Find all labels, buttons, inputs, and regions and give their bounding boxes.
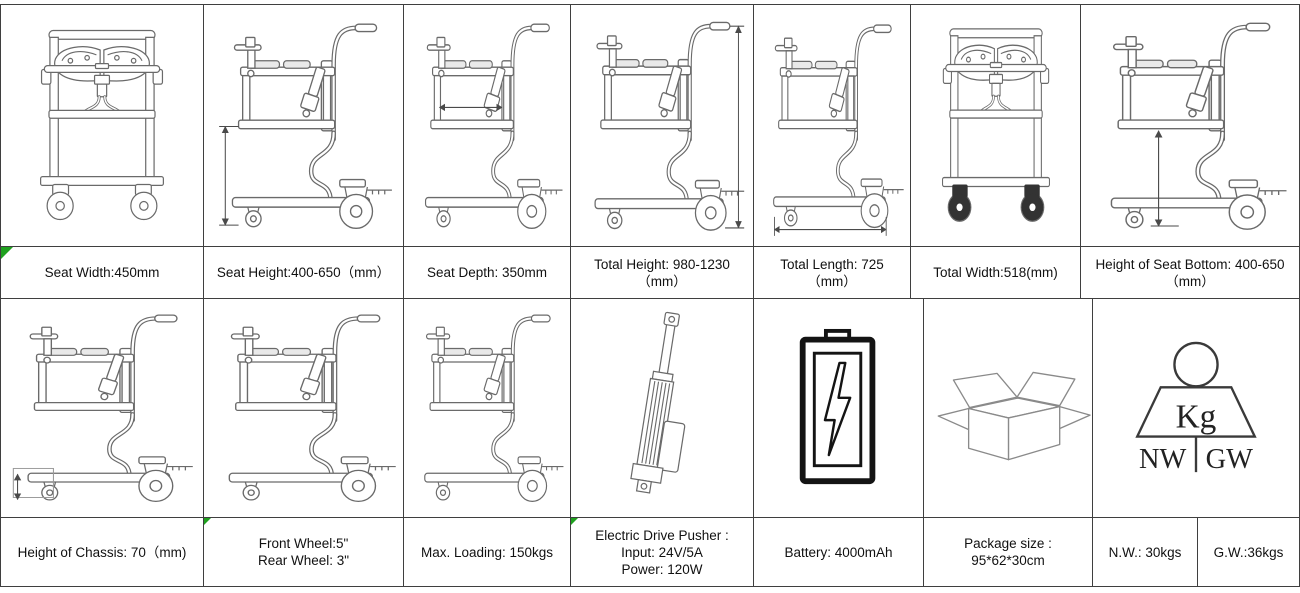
label-line: Rear Wheel: 3" [257,553,350,568]
cell-chassis-height-drawing [0,298,204,518]
label-line: （mm） [1165,273,1215,289]
label-chassis-height: Height of Chassis: 70（mm) [0,517,204,587]
label-line: Electric Drive Pusher : [595,527,729,543]
label-line: Total Length: 725 [780,256,884,272]
cell-seat-height-drawing [203,4,404,247]
cart-side-view-seat-depth-dimension [408,12,566,240]
cell-seat-depth-drawing [403,4,571,247]
label-electric-pusher: Electric Drive Pusher : Input: 24V/5A Po… [570,517,754,587]
gw-text: GW [1206,444,1253,475]
nw-text: NW [1139,444,1186,475]
cell-weight-drawing: Kg NW GW [1092,298,1300,518]
cell-total-width-drawing [910,4,1081,247]
label-seat-depth: Seat Depth: 350mm [403,246,571,299]
cell-seat-width-drawing [0,4,204,247]
cart-side-view-seat-bottom-height-dimension [1089,11,1291,241]
green-corner-marker [1,247,13,259]
label-total-height: Total Height: 980-1230 （mm） [570,246,754,299]
label-line: Height of Chassis: 70（mm) [17,544,187,560]
label-line: Front Wheel:5" [258,536,349,551]
cart-side-view-seat-height-dimension [218,12,396,240]
label-line: Seat Width:450mm [44,265,160,280]
battery-lightning-icon [799,328,875,485]
weight-kg-nw-gw-icon: Kg NW GW [1135,341,1257,475]
label-line: Seat Height:400-650（mm） [216,265,391,280]
label-line: G.W.:36kgs [1213,544,1284,560]
label-seat-height: Seat Height:400-650（mm） [203,246,404,299]
cell-seat-bottom-height-drawing [1080,4,1300,247]
label-line: Power: 120W [621,561,703,577]
label-battery: Battery: 4000mAh [753,517,924,587]
label-max-loading: Max. Loading: 150kgs [403,517,571,587]
linear-actuator-drawing [630,311,686,494]
cart-side-view-drawing [407,304,567,512]
label-line: Battery: 4000mAh [784,544,893,560]
cart-side-view-drawing [208,304,400,512]
label-gross-weight: G.W.:36kgs [1197,517,1300,587]
label-line: （mm） [807,273,857,289]
cell-battery-drawing [753,298,924,518]
label-seat-bottom-height: Height of Seat Bottom: 400-650 （mm） [1080,246,1300,299]
label-wheels: Front Wheel:5" Rear Wheel: 3" [203,517,404,587]
label-line: Seat Depth: 350mm [426,265,548,280]
label-line: N.W.: 30kgs [1108,544,1182,560]
cell-total-height-drawing [570,4,754,247]
label-line: Total Width:518(mm) [933,265,1058,280]
kg-text: Kg [1176,399,1217,436]
cell-package-drawing [923,298,1093,518]
green-corner-marker [571,518,578,525]
cell-actuator-drawing [570,298,754,518]
label-total-length: Total Length: 725 （mm） [753,246,911,299]
label-total-width: Total Width:518(mm) [910,246,1081,299]
label-net-weight: N.W.: 30kgs [1092,517,1198,587]
label-line: （mm） [637,273,687,289]
label-line: Total Height: 980-1230 [594,256,730,272]
label-line: Max. Loading: 150kgs [420,544,554,560]
cart-side-view-chassis-height-dimension [12,304,197,512]
cell-total-length-drawing [753,4,911,247]
label-line: Package size : [964,536,1052,551]
open-carton-box-icon [937,371,1091,461]
cart-rear-view-dark-wheels-drawing [940,26,1051,223]
cart-side-view-total-length-dimension [757,13,907,236]
label-seat-width: Seat Width:450mm [0,246,204,299]
green-corner-marker [204,518,211,525]
cell-max-loading-drawing [403,298,571,518]
cart-side-view-total-height-dimension [576,10,748,242]
label-package-size: Package size : 95*62*30cm [923,517,1093,587]
label-line: Input: 24V/5A [621,544,703,560]
label-line: 95*62*30cm [971,553,1045,568]
cart-front-view-drawing [39,28,165,221]
cell-wheels-drawing [203,298,404,518]
label-line: Height of Seat Bottom: 400-650 [1095,256,1285,272]
